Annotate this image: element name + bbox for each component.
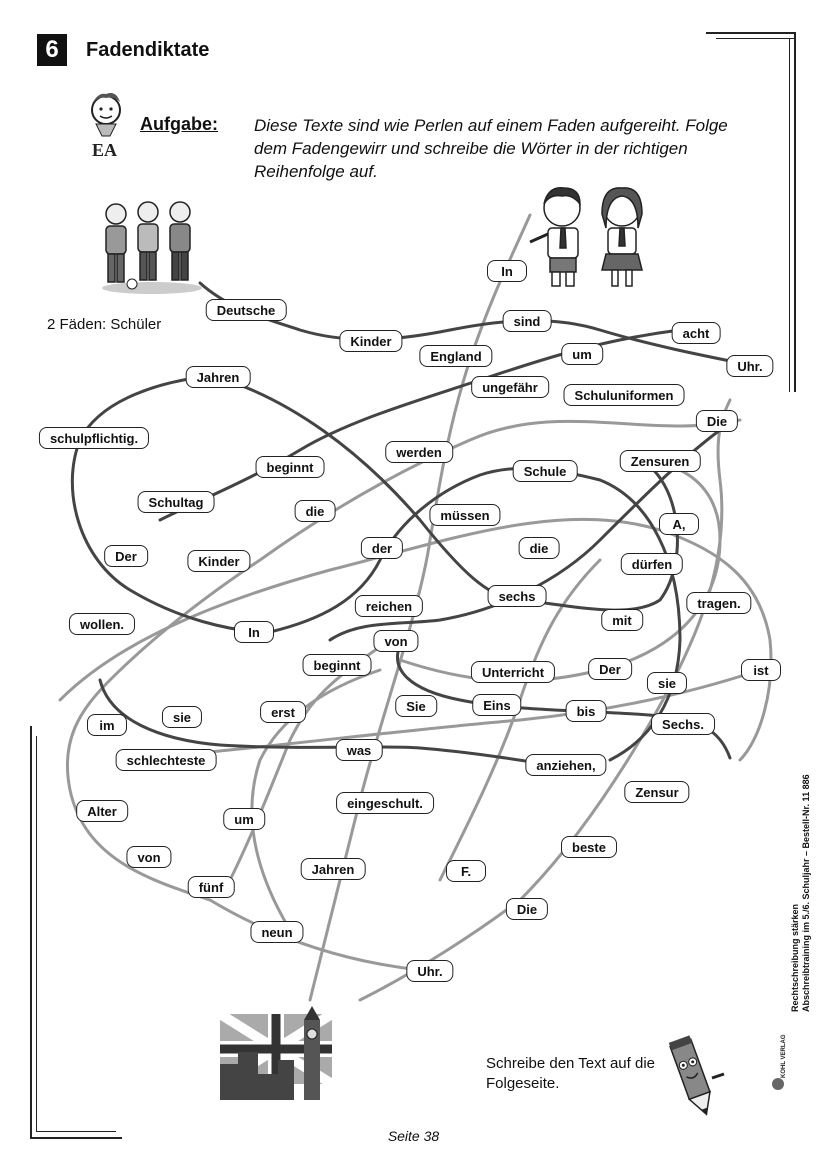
side-line-2: Abschreibtraining im 5./6. Schuljahr – B… [801,774,811,1012]
word-bead: schlechteste [115,749,217,771]
frame-bottom-left-v [30,726,32,1138]
word-bead: von [373,630,419,652]
word-bead: die [518,537,560,559]
word-bead: was [335,739,383,761]
word-bead: Kinder [339,330,403,352]
word-bead: In [234,621,274,643]
word-bead: ist [741,659,781,681]
word-bead: beste [561,836,617,858]
word-bead: der [360,537,404,559]
word-bead: schulpflichtig. [38,427,150,449]
word-bead: tragen. [686,592,752,614]
word-bead: um [561,343,603,365]
frame-top-right-h [706,32,796,34]
word-bead: bis [565,700,607,722]
word-bead: Deutsche [205,299,287,321]
svg-text:EA: EA [92,140,117,160]
chapter-number: 6 [37,34,67,66]
word-bead: reichen [354,595,424,617]
word-bead: werden [385,441,453,463]
school-kids-illustration [529,187,643,287]
frame-bottom-left-v2 [36,736,37,1132]
kohl-logo-icon: KOHL VERLAG [768,1032,790,1092]
word-bead: beginnt [255,456,325,478]
frame-bottom-left-h [30,1137,122,1139]
side-publication-info: Rechtschreibung stärken Abschreibtrainin… [790,774,812,1012]
word-bead: fünf [187,876,235,898]
word-bead: Sie [395,695,437,717]
word-bead: müssen [429,504,501,526]
word-bead: beginnt [302,654,372,676]
page-title: Fadendiktate [86,39,210,61]
word-bead: sie [161,706,203,728]
word-bead: Schule [512,460,578,482]
teacher-ea-icon: EA [91,93,121,160]
word-bead: Jahren [185,366,251,388]
london-illustration [218,1006,334,1100]
word-bead: eingeschult. [336,792,434,814]
word-bead: Der [104,545,148,567]
word-bead: acht [671,322,721,344]
word-bead: Schultag [137,491,215,513]
word-bead: Uhr. [726,355,774,377]
word-bead: In [487,260,527,282]
pencil-mascot-icon [668,1035,725,1116]
word-bead: erst [260,701,306,723]
word-bead: im [87,714,127,736]
bottom-note: Schreibe den Text auf die Folgeseite. [486,1055,656,1092]
word-bead: Schuluniformen [563,384,685,406]
word-bead: Jahren [300,858,366,880]
frame-bottom-left-h2 [36,1131,116,1132]
word-bead: A, [659,513,699,535]
word-bead: Alter [76,800,128,822]
frame-top-right-h2 [716,38,796,39]
word-bead: die [294,500,336,522]
word-bead: England [419,345,493,367]
word-bead: ungefähr [471,376,549,398]
word-bead: Eins [472,694,522,716]
three-kids-illustration [102,201,202,294]
task-text: Diese Texte sind wie Perlen auf einem Fa… [254,116,728,181]
word-bead: Sechs. [651,713,715,735]
page-number: Seite 38 [387,1128,440,1144]
frame-top-right-v2 [789,38,790,392]
word-bead: von [126,846,172,868]
word-bead: Zensur [624,781,690,803]
word-bead: Der [588,658,632,680]
word-bead: sechs [487,585,547,607]
word-bead: F. [446,860,486,882]
word-bead: wollen. [68,613,136,635]
word-bead: mit [601,609,643,631]
word-bead: Die [505,898,549,920]
word-bead: Zensuren [619,450,701,472]
side-line-1: Rechtschreibung stärken [790,903,800,1012]
word-bead: Kinder [187,550,251,572]
kohl-logo-text: KOHL VERLAG [781,1034,787,1078]
word-bead: anziehen, [525,754,607,776]
word-bead: sie [646,672,688,694]
word-bead: dürfen [620,553,684,575]
frame-top-right-v [794,32,796,392]
task-label: Aufgabe: [140,114,218,134]
word-bead: um [223,808,265,830]
word-bead: Unterricht [470,661,556,683]
word-bead: Die [695,410,739,432]
word-bead: sind [502,310,552,332]
word-bead: neun [250,921,304,943]
word-bead: Uhr. [406,960,454,982]
threads-note: 2 Fäden: Schüler [47,316,162,333]
